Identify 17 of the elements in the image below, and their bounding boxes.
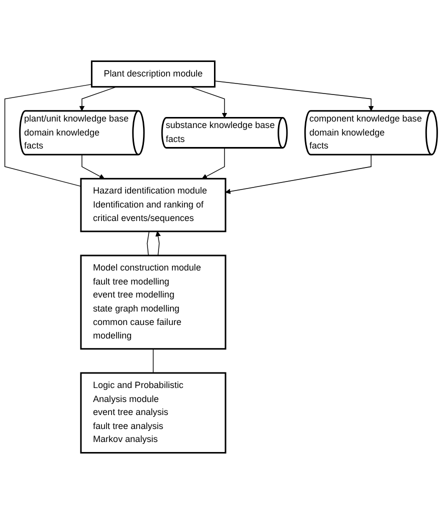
node-text: component knowledge base domain knowledge facts (309, 114, 422, 151)
arrow (225, 154, 372, 194)
arrow (214, 80, 374, 112)
node-box: Plant description module (90, 60, 216, 88)
node-text: plant/unit knowledge base domain knowledge facts (24, 114, 129, 151)
arrow (190, 86, 228, 118)
arrow (79, 86, 117, 112)
arrow (155, 231, 161, 256)
node-box: Model construction module fault tree modelling event tree modelling state graph modelling common cause failure modelling (80, 254, 226, 350)
connector (146, 231, 150, 256)
node-text: substance knowledge base facts (166, 120, 275, 144)
node-box: Hazard identification module Identification and ranking of critical events/sequences (80, 178, 226, 232)
connector (152, 348, 154, 374)
arrow (82, 154, 105, 179)
node-box: Logic and Probabilistic Analysis module event tree analysis fault tree analysis Markov analysis (80, 372, 226, 454)
connector (4, 84, 92, 187)
arrow (202, 147, 225, 179)
